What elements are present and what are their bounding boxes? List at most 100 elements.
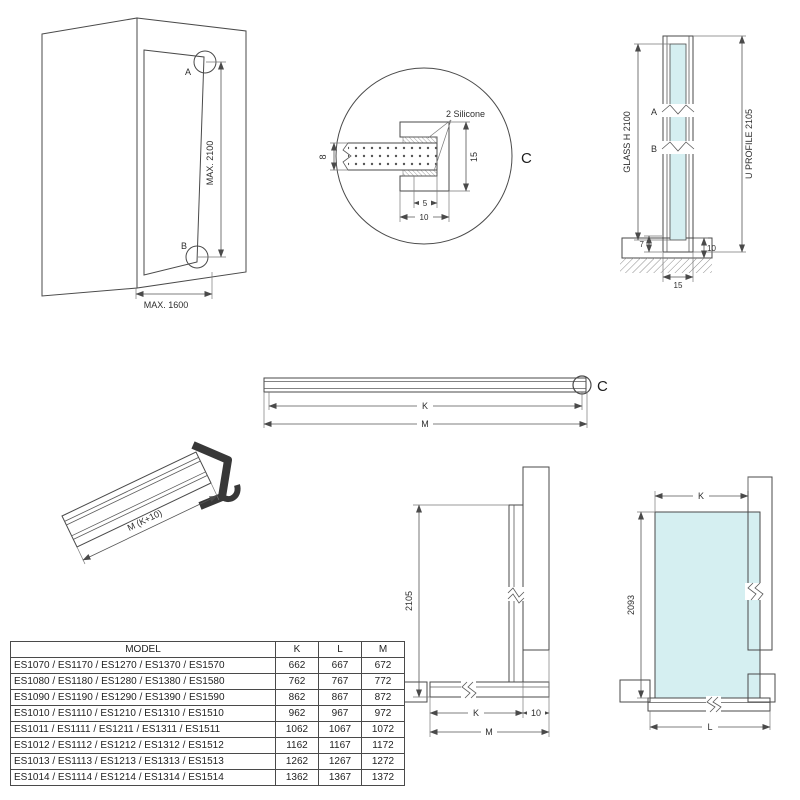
detail-c-view: 2 Silicone 8 15 5 10 C bbox=[318, 67, 532, 245]
l-dim: L bbox=[707, 722, 712, 732]
m-cell: 1172 bbox=[361, 737, 405, 754]
glass-section bbox=[348, 143, 437, 170]
elevation-glass-view: K 2093 L bbox=[619, 476, 776, 733]
wall-hatch bbox=[522, 466, 550, 651]
k-dim: K bbox=[473, 708, 479, 718]
base-height-dim: 10 bbox=[707, 244, 716, 253]
silicone-top bbox=[402, 136, 438, 144]
lip-width-dim: 5 bbox=[423, 199, 428, 208]
table-row: ES1010 / ES1110 / ES1210 / ES1310 / ES15… bbox=[10, 705, 405, 722]
model-cell: ES1090 / ES1190 / ES1290 / ES1390 / ES15… bbox=[10, 689, 276, 706]
table-row: ES1013 / ES1113 / ES1213 / ES1313 / ES15… bbox=[10, 753, 405, 770]
break-mark-a bbox=[661, 104, 695, 115]
inset-dim: 7 bbox=[640, 240, 645, 249]
model-cell: ES1070 / ES1170 / ES1270 / ES1370 / ES15… bbox=[10, 657, 276, 674]
table-row: ES1090 / ES1190 / ES1290 / ES1390 / ES15… bbox=[10, 689, 405, 706]
model-cell: ES1014 / ES1114 / ES1214 / ES1314 / ES15… bbox=[10, 769, 276, 786]
m-cell: 1372 bbox=[361, 769, 405, 786]
l-cell: 1167 bbox=[318, 737, 362, 754]
glass-panel bbox=[654, 511, 761, 699]
break-mark bbox=[507, 587, 525, 598]
model-cell: ES1013 / ES1113 / ES1213 / ES1313 / ES15… bbox=[10, 753, 276, 770]
max-height-dim: MAX. 2100 bbox=[205, 141, 215, 186]
floor-hatch-right bbox=[747, 673, 776, 703]
k-cell: 962 bbox=[275, 705, 319, 722]
k-cell: 662 bbox=[275, 657, 319, 674]
m-cell: 772 bbox=[361, 673, 405, 690]
m-cell: 872 bbox=[361, 689, 405, 706]
model-cell: ES1012 / ES1112 / ES1212 / ES1312 / ES15… bbox=[10, 737, 276, 754]
m-cell: 672 bbox=[361, 657, 405, 674]
l-cell: 767 bbox=[318, 673, 362, 690]
profile-bar-view: C K M bbox=[263, 375, 608, 429]
perspective-view: M (K+10) bbox=[61, 441, 241, 565]
k-cell: 862 bbox=[275, 689, 319, 706]
bar-callout-label: C bbox=[597, 378, 608, 395]
bottom-profile bbox=[429, 681, 550, 698]
break-mark bbox=[712, 696, 722, 713]
point-b-label: B bbox=[181, 241, 187, 251]
m-cell: 972 bbox=[361, 705, 405, 722]
l-cell: 667 bbox=[318, 657, 362, 674]
table-row: ES1012 / ES1112 / ES1212 / ES1312 / ES15… bbox=[10, 737, 405, 754]
glass-panel bbox=[143, 49, 205, 276]
profile-height-dim: U PROFILE 2105 bbox=[744, 109, 754, 179]
table-row: ES1070 / ES1170 / ES1270 / ES1370 / ES15… bbox=[10, 657, 405, 674]
glass-height-dim: GLASS H 2100 bbox=[622, 111, 632, 173]
model-table: MODEL K L M ES1070 / ES1170 / ES1270 / E… bbox=[10, 641, 405, 786]
model-cell: ES1010 / ES1110 / ES1210 / ES1310 / ES15… bbox=[10, 705, 276, 722]
m-cell: 1272 bbox=[361, 753, 405, 770]
k-dim: K bbox=[698, 491, 704, 501]
l-cell: 967 bbox=[318, 705, 362, 722]
silicone-label: 2 Silicone bbox=[446, 109, 485, 119]
k-cell: 1362 bbox=[275, 769, 319, 786]
break-mark bbox=[747, 582, 757, 601]
l-cell: 1067 bbox=[318, 721, 362, 738]
m-dim: M bbox=[485, 727, 493, 737]
wall-panel-left bbox=[41, 17, 138, 297]
side-section-view: A B GLASS H 2100 U PROFILE 2105 7 10 15 bbox=[620, 35, 754, 290]
break-mark bbox=[467, 681, 477, 699]
break-mark bbox=[754, 582, 764, 601]
table-row: ES1014 / ES1114 / ES1214 / ES1314 / ES15… bbox=[10, 769, 405, 786]
max-width-dim: MAX. 1600 bbox=[144, 300, 189, 310]
point-a-label: A bbox=[651, 107, 657, 117]
point-b-label: B bbox=[651, 144, 657, 154]
l-cell: 867 bbox=[318, 689, 362, 706]
break-mark-b bbox=[661, 141, 695, 152]
height-dim: 2093 bbox=[626, 595, 636, 615]
profile-end-hook bbox=[220, 484, 241, 503]
floor-hatch bbox=[620, 258, 712, 273]
header-model: MODEL bbox=[10, 641, 276, 658]
break-mark bbox=[706, 696, 716, 713]
break-mark bbox=[461, 681, 471, 699]
header-l: L bbox=[318, 641, 362, 658]
point-a-label: A bbox=[185, 67, 191, 77]
k-cell: 762 bbox=[275, 673, 319, 690]
profile-width-dim: 10 bbox=[420, 213, 429, 222]
k-cell: 1062 bbox=[275, 721, 319, 738]
elevation-profile-view: 2105 K 10 M bbox=[394, 466, 550, 738]
header-k: K bbox=[275, 641, 319, 658]
silicone-bottom bbox=[402, 169, 438, 177]
ten-dim: 10 bbox=[531, 708, 541, 718]
glass-break-edge bbox=[342, 142, 352, 171]
table-header-row: MODEL K L M bbox=[10, 641, 405, 658]
model-cell: ES1011 / ES1111 / ES1211 / ES1311 / ES15… bbox=[10, 721, 276, 738]
table-row: ES1011 / ES1111 / ES1211 / ES1311 / ES15… bbox=[10, 721, 405, 738]
l-cell: 1367 bbox=[318, 769, 362, 786]
detail-callout-circle bbox=[572, 375, 592, 395]
bar-m-dim: M bbox=[421, 419, 429, 429]
height-dim: 2105 bbox=[404, 591, 414, 611]
model-cell: ES1080 / ES1180 / ES1280 / ES1380 / ES15… bbox=[10, 673, 276, 690]
k-cell: 1262 bbox=[275, 753, 319, 770]
wall-panel-right bbox=[136, 17, 247, 289]
profile-bar bbox=[263, 377, 587, 393]
corner-view: A B MAX. 2100 MAX. 1600 bbox=[41, 17, 247, 310]
floor-hatch-left bbox=[619, 679, 651, 703]
glass-thickness-dim: 8 bbox=[318, 154, 328, 159]
break-mark bbox=[507, 593, 525, 604]
l-cell: 1267 bbox=[318, 753, 362, 770]
